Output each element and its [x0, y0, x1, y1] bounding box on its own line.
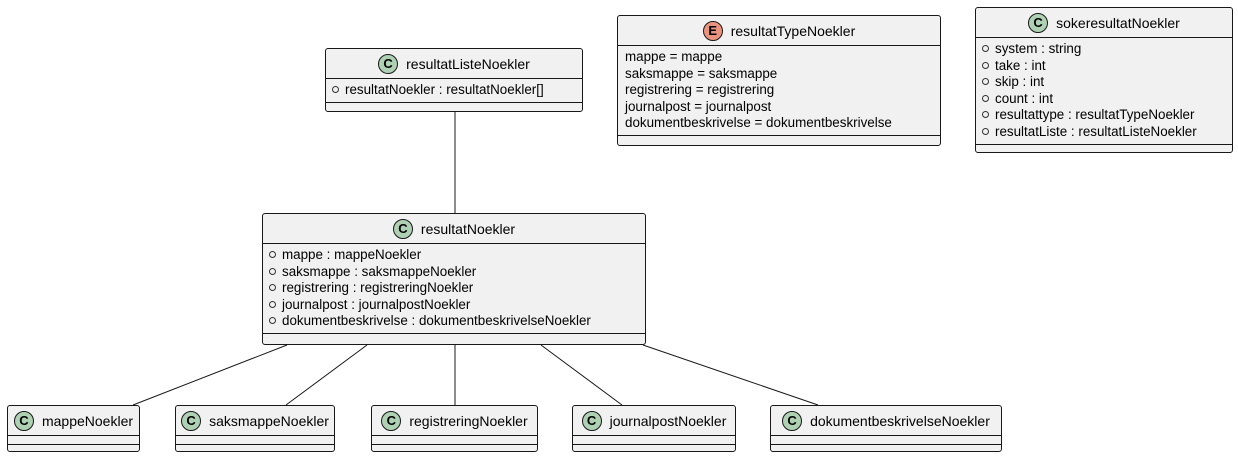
class-icon: C: [13, 410, 34, 431]
public-visibility-icon: [982, 94, 989, 102]
class-name: sokeresultatNoekler: [1056, 14, 1180, 31]
class-name: resultatListeNoekler: [406, 55, 530, 72]
enum-literal: saksmappe = saksmappe: [625, 65, 778, 81]
empty-compartment: [372, 436, 537, 445]
edge-resultat-mappe: [132, 344, 288, 406]
public-visibility-icon: [269, 251, 276, 258]
enum-header: E resultatTypeNoekler: [618, 16, 940, 46]
field: count : int: [982, 91, 1226, 108]
enum-literal: registrering = registrering: [625, 82, 775, 98]
empty-compartment: [176, 436, 334, 445]
field: system : string: [982, 41, 1226, 58]
class-name: resultatNoekler: [420, 220, 516, 237]
enum-icon: E: [702, 20, 723, 41]
class-journalpostNoekler[interactable]: C journalpostNoekler: [572, 405, 736, 452]
class-saksmappeNoekler[interactable]: C saksmappeNoekler: [175, 405, 335, 452]
field: resultatNoekler : resultatNoekler[]: [332, 82, 576, 99]
class-fields: mappe : mappeNoekler saksmappe : saksmap…: [263, 244, 645, 334]
class-name: dokumentbeskrivelseNoekler: [810, 412, 990, 429]
public-visibility-icon: [269, 284, 276, 292]
edge-resultat-saksmappe: [285, 344, 368, 406]
class-fields: system : string take : int skip : int co…: [976, 38, 1232, 145]
enum-literal: dokumentbeskrivelse = dokumentbeskrivels…: [625, 115, 892, 131]
class-header: C mappeNoekler: [8, 406, 139, 436]
class-resultatListeNoekler[interactable]: C resultatListeNoekler resultatNoekler :…: [325, 48, 583, 112]
public-visibility-icon: [332, 86, 339, 93]
class-header: C dokumentbeskrivelseNoekler: [771, 406, 1001, 436]
class-icon: C: [581, 410, 602, 431]
empty-compartment: [8, 436, 139, 445]
class-header: C journalpostNoekler: [573, 406, 735, 436]
public-visibility-icon: [982, 78, 989, 86]
class-icon: C: [181, 410, 202, 431]
class-header: C resultatListeNoekler: [326, 49, 582, 79]
enum-literals: mappe = mappe saksmappe = saksmappe regi…: [618, 46, 940, 136]
class-mappeNoekler[interactable]: C mappeNoekler: [7, 405, 140, 452]
field: journalpost : journalpostNoekler: [269, 297, 639, 314]
class-header: C registreringNoekler: [372, 406, 537, 436]
public-visibility-icon: [982, 127, 989, 135]
class-registreringNoekler[interactable]: C registreringNoekler: [371, 405, 538, 452]
class-header: C resultatNoekler: [263, 214, 645, 244]
class-icon: C: [381, 410, 402, 431]
public-visibility-icon: [982, 111, 989, 119]
field: resultattype : resultatTypeNoekler: [982, 107, 1226, 124]
field: registrering : registreringNoekler: [269, 280, 639, 297]
field: dokumentbeskrivelse : dokumentbeskrivels…: [269, 313, 639, 330]
class-dokumentbeskrivelseNoekler[interactable]: C dokumentbeskrivelseNoekler: [770, 405, 1002, 452]
public-visibility-icon: [982, 61, 989, 69]
class-name: journalpostNoekler: [609, 412, 727, 429]
class-header: C sokeresultatNoekler: [976, 8, 1232, 38]
field: take : int: [982, 58, 1226, 75]
empty-compartment: [771, 436, 1001, 445]
field: skip : int: [982, 74, 1226, 91]
public-visibility-icon: [269, 267, 276, 275]
edge-resultat-dokumentbeskrivelse: [642, 344, 819, 406]
edge-resultat-journalpost: [540, 344, 623, 406]
class-name: registreringNoekler: [409, 412, 528, 429]
enum-literal: journalpost = journalpost: [625, 98, 772, 114]
public-visibility-icon: [982, 45, 989, 52]
enum-literal: mappe = mappe: [625, 49, 723, 64]
enum-resultatTypeNoekler[interactable]: E resultatTypeNoekler mappe = mappe saks…: [617, 15, 941, 146]
class-icon: C: [782, 410, 803, 431]
class-header: C saksmappeNoekler: [176, 406, 334, 436]
class-icon: C: [1028, 12, 1049, 33]
class-icon: C: [378, 53, 399, 74]
field: saksmappe : saksmappeNoekler: [269, 264, 639, 281]
class-name: mappeNoekler: [41, 412, 134, 429]
public-visibility-icon: [269, 300, 276, 308]
enum-name: resultatTypeNoekler: [730, 22, 856, 39]
class-name: saksmappeNoekler: [209, 412, 329, 429]
class-resultatNoekler[interactable]: C resultatNoekler mappe : mappeNoekler s…: [262, 213, 646, 345]
field: resultatListe : resultatListeNoekler: [982, 124, 1226, 141]
public-visibility-icon: [269, 317, 276, 325]
class-sokeresultatNoekler[interactable]: C sokeresultatNoekler system : string ta…: [975, 7, 1233, 153]
empty-compartment: [573, 436, 735, 445]
field: mappe : mappeNoekler: [269, 247, 639, 264]
class-fields: resultatNoekler : resultatNoekler[]: [326, 79, 582, 103]
class-icon: C: [392, 218, 413, 239]
